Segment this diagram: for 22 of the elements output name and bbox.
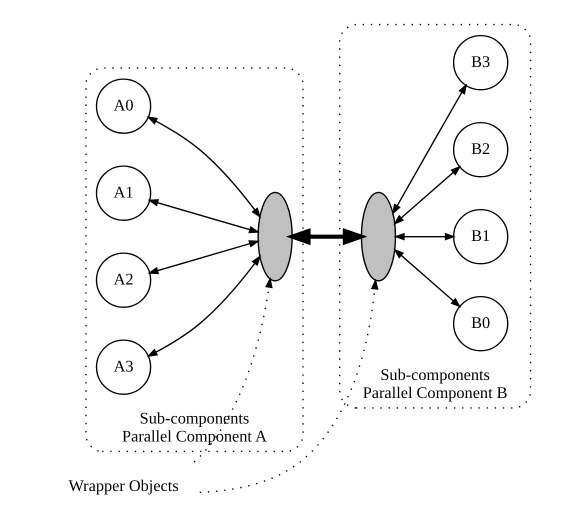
node-circle: B1	[452, 208, 508, 264]
arrow	[394, 232, 456, 240]
arrow	[393, 166, 462, 225]
node-circle: B3	[452, 34, 508, 90]
arrow	[148, 240, 260, 274]
node-circle: A1	[96, 165, 152, 221]
arrow	[146, 255, 262, 358]
arrow	[194, 276, 273, 463]
node-circle: B0	[452, 296, 508, 352]
arrow	[200, 278, 378, 494]
node-circle: A3	[96, 339, 152, 395]
node-circle: A2	[96, 252, 152, 308]
arrow	[286, 228, 368, 246]
arrow	[148, 199, 260, 234]
arrow	[392, 83, 468, 215]
node-circle: A0	[96, 78, 152, 134]
arrow	[146, 116, 262, 218]
node-text: Wrapper Objects	[68, 476, 179, 496]
arrow	[393, 248, 462, 308]
node-ellipse	[360, 192, 396, 282]
node-ellipse	[257, 192, 293, 282]
node-circle: B2	[452, 122, 508, 178]
